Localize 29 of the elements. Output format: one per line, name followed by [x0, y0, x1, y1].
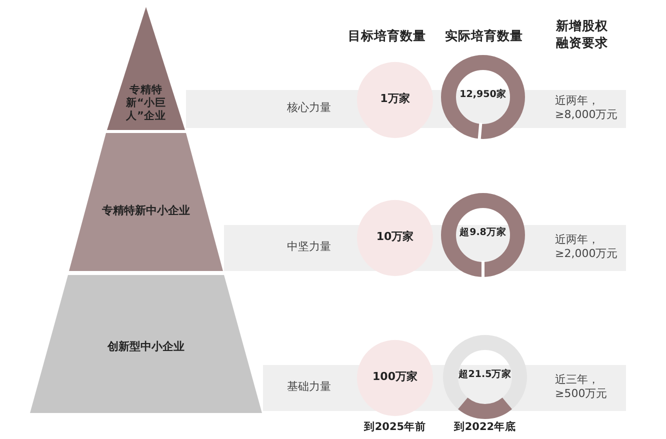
donut-chart — [441, 193, 525, 277]
column-header: 新增股权融资要求 — [556, 18, 609, 52]
count-label: 超21.5万家 — [457, 369, 513, 382]
count-label: 10万家 — [375, 230, 415, 244]
pyramid-tier — [69, 133, 223, 271]
donut-chart — [441, 55, 525, 139]
target-circle — [357, 62, 433, 138]
target-circle — [357, 340, 433, 416]
donut-chart — [443, 335, 527, 419]
count-label: 12,950家 — [458, 89, 508, 102]
pyramid-tier — [107, 7, 185, 130]
tier-label: 创新型中小企业 — [106, 340, 186, 354]
tier-label: 专精特新“小巨人”企业 — [125, 84, 167, 124]
financing-requirement: 近三年，≥500万元 — [555, 373, 608, 402]
financing-requirement: 近两年，≥8,000万元 — [555, 94, 619, 123]
force-label: 中坚力量 — [287, 240, 331, 254]
date-note: 到2022年底 — [452, 421, 518, 435]
count-label: 100万家 — [372, 370, 418, 384]
force-label: 核心力量 — [287, 101, 331, 116]
target-circle — [357, 200, 433, 276]
pyramid-tier — [30, 275, 262, 413]
financing-requirement: 近两年，≥2,000万元 — [555, 233, 619, 262]
tier-label: 专精特新中小企业 — [101, 204, 191, 218]
date-note: 到2025年前 — [362, 421, 428, 435]
count-label: 1万家 — [379, 92, 411, 106]
column-header: 目标培育数量 — [348, 28, 427, 45]
count-label: 超9.8万家 — [458, 227, 508, 240]
column-header: 实际培育数量 — [445, 28, 524, 45]
force-label: 基础力量 — [287, 380, 331, 394]
